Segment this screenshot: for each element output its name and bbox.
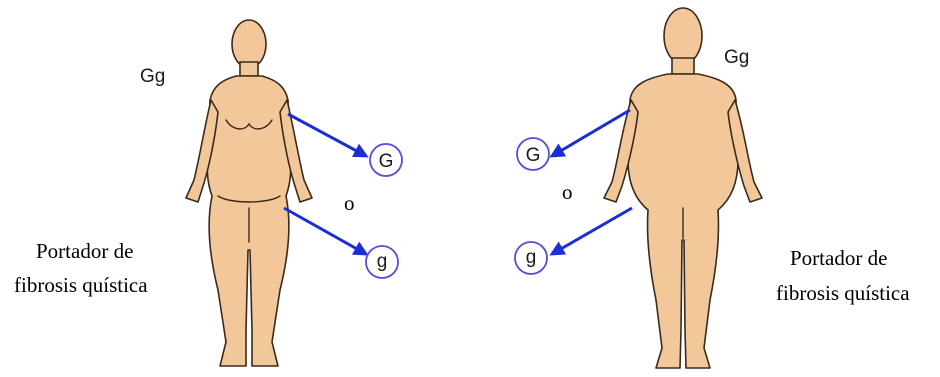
allele-g-right: g xyxy=(514,241,548,275)
genotype-right: Gg xyxy=(724,47,749,68)
caption-left-line1: Portador de xyxy=(36,239,133,263)
caption-right-line2: fibrosis quística xyxy=(776,281,910,305)
allele-G-left: G xyxy=(369,143,403,177)
arrow-right-to-G xyxy=(549,108,631,158)
arrow-left-to-G xyxy=(287,112,369,158)
connector-right: o xyxy=(562,180,573,204)
svg-text:G: G xyxy=(379,151,394,172)
female-figure xyxy=(185,19,313,367)
caption-right-line1: Portador de xyxy=(790,246,887,270)
allele-G-right: G xyxy=(516,137,550,171)
arrow-right-to-g xyxy=(549,206,633,256)
svg-text:g: g xyxy=(526,247,537,268)
svg-text:G: G xyxy=(526,145,541,166)
genotype-left: Gg xyxy=(140,66,165,87)
arrow-left-to-g xyxy=(283,206,369,256)
connector-left: o xyxy=(344,191,355,215)
male-figure xyxy=(603,7,763,369)
caption-left-line2: fibrosis quística xyxy=(14,273,148,297)
allele-g-left: g xyxy=(365,245,399,279)
svg-text:g: g xyxy=(377,251,388,272)
